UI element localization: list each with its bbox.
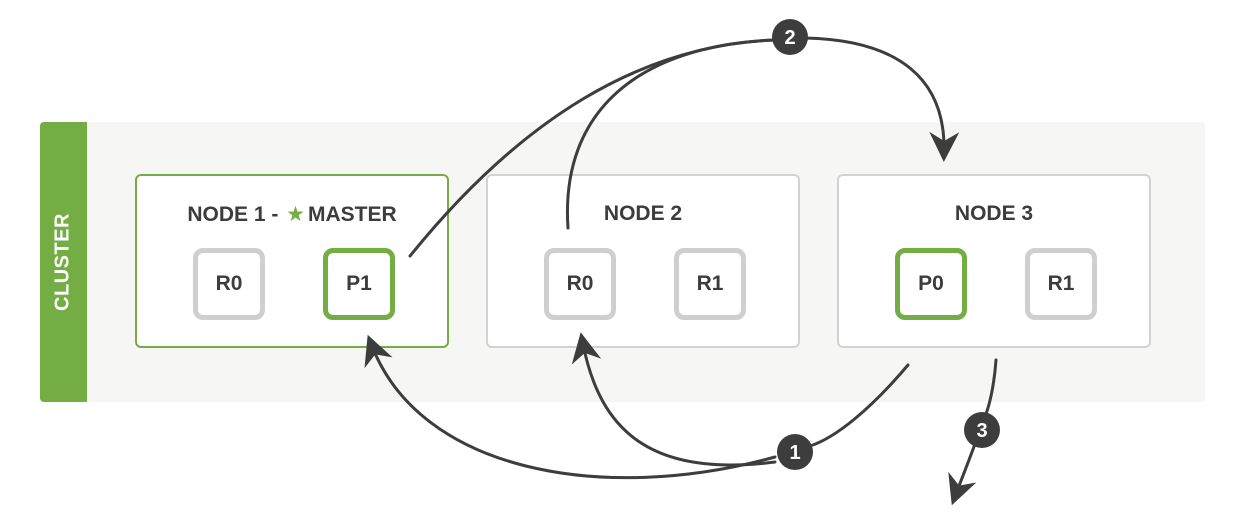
arrow-step3-out	[948, 442, 977, 506]
node-1: NODE 1 - ★MASTER R0 P1	[135, 174, 449, 348]
node-1-master-label: MASTER	[308, 203, 397, 226]
shard-node1-p1: P1	[323, 248, 395, 320]
node-1-title: NODE 1 - ★MASTER	[137, 202, 447, 227]
node-3-title: NODE 3	[954, 202, 1034, 225]
node-1-title-prefix: NODE 1 -	[187, 203, 285, 226]
node-2-title: NODE 2	[603, 202, 683, 225]
step-badge-2: 2	[772, 19, 808, 55]
arrow-step2-to-node3	[803, 36, 960, 162]
arrow-step1-to-node2	[571, 332, 777, 467]
node-3: NODE 3 P0 R1	[837, 174, 1151, 348]
arrow-p1-to-step2	[408, 38, 777, 258]
star-icon: ★	[286, 203, 305, 226]
arrow-node3-to-step1	[808, 363, 910, 448]
shard-node1-r0: R0	[193, 248, 265, 320]
shard-node3-r1: R1	[1025, 248, 1097, 320]
arrow-r0-node2-to-step2	[565, 38, 777, 230]
arrow-step1-to-node1	[364, 334, 777, 480]
shard-node3-p0: P0	[895, 248, 967, 320]
step-number-1: 1	[789, 442, 800, 464]
node-2: NODE 2 R0 R1	[486, 174, 800, 348]
step-number-2: 2	[784, 27, 795, 49]
step-badge-3: 3	[964, 412, 1000, 448]
step-number-3: 3	[976, 420, 987, 442]
shard-node2-r0: R0	[544, 248, 616, 320]
shard-node2-r1: R1	[674, 248, 746, 320]
step-badge-1: 1	[777, 434, 813, 470]
cluster-tab	[40, 122, 87, 402]
